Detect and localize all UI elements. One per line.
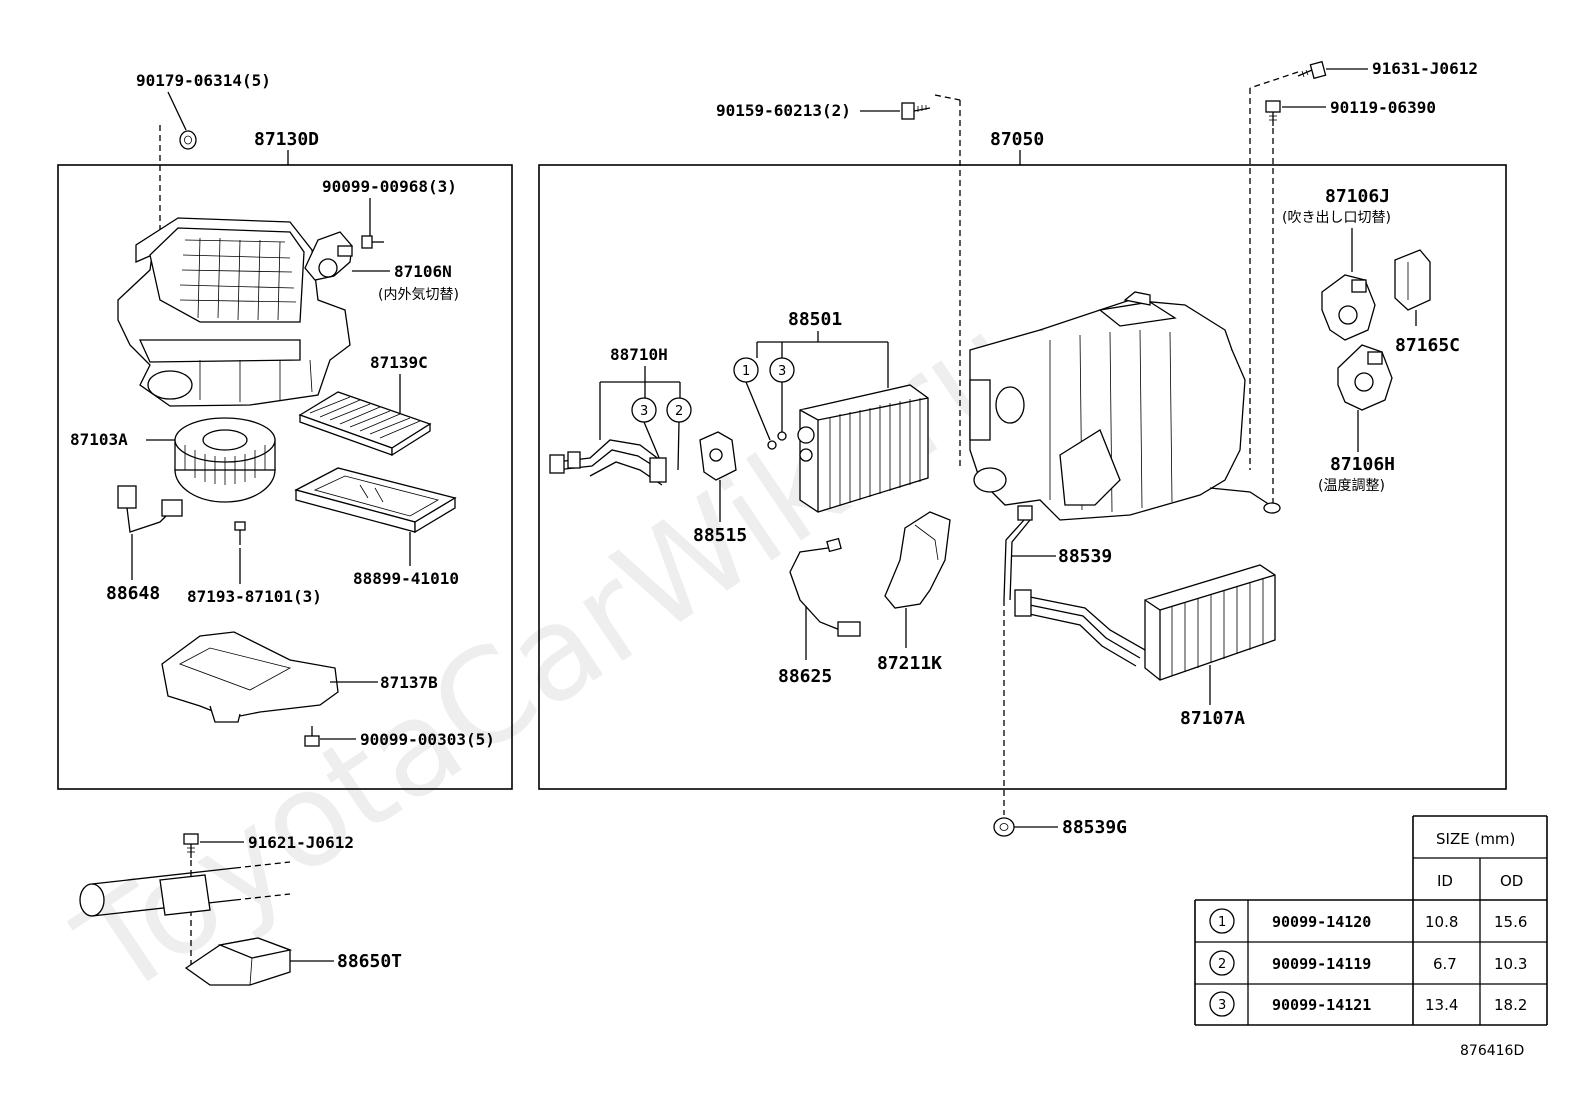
label-90099-00968: 90099-00968(3)	[322, 177, 457, 196]
label-88650T: 88650T	[337, 951, 402, 972]
label-87193-87101: 87193-87101(3)	[187, 587, 322, 606]
servo-motor-87106J	[1321, 274, 1376, 341]
label-87130D: 87130D	[254, 129, 319, 150]
label-87050: 87050	[990, 129, 1044, 150]
label-91631-J0612: 91631-J0612	[1372, 59, 1478, 78]
callout-3: 3	[778, 364, 786, 379]
heater-unit-assembly	[969, 291, 1281, 521]
label-88515: 88515	[693, 525, 747, 546]
label-90159-60213: 90159-60213(2)	[716, 101, 851, 120]
table-col-od: OD	[1500, 872, 1523, 890]
left-group: 90099-00968(3) 87106N (内外気切替) 87139C 871…	[70, 177, 495, 749]
label-88710H: 88710H	[610, 345, 668, 364]
label-87103A: 87103A	[70, 430, 128, 449]
bottom-group: 88539G 91621-J0612 88650T	[79, 817, 1127, 986]
label-87139C: 87139C	[370, 353, 428, 372]
label-88648: 88648	[106, 583, 160, 604]
label-87106N: 87106N	[394, 262, 452, 281]
filter-frame	[294, 467, 457, 534]
table-row-ref: 3	[1218, 998, 1226, 1013]
cabin-filter	[298, 391, 432, 457]
table-col-id: ID	[1437, 872, 1453, 890]
table-row-ref: 1	[1218, 915, 1226, 930]
thermistor-sensor	[789, 537, 861, 637]
table-row: 3 90099-14121 13.4 18.2	[1209, 991, 1527, 1017]
grommet-icon	[993, 817, 1015, 837]
label-87106J-sub: (吹き出し口切替)	[1282, 210, 1391, 226]
label-88899-41010: 88899-41010	[353, 569, 459, 588]
screw-icon	[234, 521, 246, 545]
drain-hose	[1003, 505, 1033, 601]
label-87106H-sub: (温度調整)	[1318, 478, 1385, 494]
label-88539G: 88539G	[1062, 817, 1127, 838]
table-row-id: 13.4	[1425, 996, 1458, 1014]
mounting-bracket	[79, 861, 291, 917]
label-90099-00303: 90099-00303(5)	[360, 730, 495, 749]
evaporator-core	[797, 384, 929, 513]
label-87106H: 87106H	[1330, 454, 1395, 475]
heater-core	[1014, 564, 1276, 681]
label-87106N-sub: (内外気切替)	[378, 287, 459, 303]
table-row-od: 15.6	[1494, 913, 1527, 931]
table-row: 2 90099-14119 6.7 10.3	[1209, 950, 1527, 976]
label-88625: 88625	[778, 666, 832, 687]
table-row-id: 10.8	[1425, 913, 1458, 931]
label-88501: 88501	[788, 309, 842, 330]
table-header-size: SIZE (mm)	[1436, 830, 1515, 848]
blower-housing	[117, 217, 351, 407]
table-row-id: 6.7	[1433, 955, 1457, 973]
table-row-od: 10.3	[1494, 955, 1527, 973]
air-duct-87211K	[884, 511, 951, 609]
ac-amplifier-88650T	[184, 937, 293, 986]
size-table: SIZE (mm) ID OD 1 90099-14120 10.8 15.6 …	[1194, 815, 1548, 1026]
bolt-icon	[1265, 100, 1281, 126]
screw-icon	[304, 726, 320, 747]
servo-motor-87106H	[1337, 344, 1393, 411]
nut-icon	[179, 130, 197, 150]
screw-icon	[361, 235, 384, 249]
table-row-od: 18.2	[1494, 996, 1527, 1014]
ac-tube-assembly	[549, 439, 667, 486]
expansion-valve	[699, 431, 737, 481]
table-row-ref: 2	[1218, 957, 1226, 972]
table-row: 1 90099-14120 10.8 15.6	[1209, 908, 1527, 934]
callout-1: 1	[742, 364, 750, 379]
label-87107A: 87107A	[1180, 708, 1245, 729]
blower-fan-icon	[174, 417, 276, 503]
servo-motor-87106N	[304, 231, 353, 281]
label-87137B: 87137B	[380, 673, 438, 692]
callout-2: 2	[675, 404, 683, 419]
label-91621-J0612: 91621-J0612	[248, 833, 354, 852]
label-87165C: 87165C	[1395, 335, 1460, 356]
lower-case-87137B	[161, 631, 339, 723]
wire-harness-88648	[117, 485, 183, 533]
callout-3b: 3	[640, 404, 648, 419]
left-group-frame	[57, 164, 513, 790]
right-group: 88501 1 3 88710H 3 2	[549, 186, 1460, 815]
label-87106J: 87106J	[1325, 186, 1390, 207]
label-88539: 88539	[1058, 546, 1112, 567]
figure-reference: 876416D	[1460, 1043, 1524, 1059]
bolt-icon	[1297, 60, 1327, 80]
table-row-part: 90099-14119	[1272, 955, 1371, 973]
label-90119-06390: 90119-06390	[1330, 98, 1436, 117]
bolt-icon	[183, 833, 199, 858]
table-row-part: 90099-14121	[1272, 996, 1371, 1014]
label-90179-06314: 90179-06314(5)	[136, 71, 271, 90]
right-group-frame	[538, 164, 1507, 790]
resistor-87165C	[1394, 249, 1431, 311]
screw-icon	[901, 102, 931, 120]
label-87211K: 87211K	[877, 653, 942, 674]
table-row-part: 90099-14120	[1272, 913, 1371, 931]
